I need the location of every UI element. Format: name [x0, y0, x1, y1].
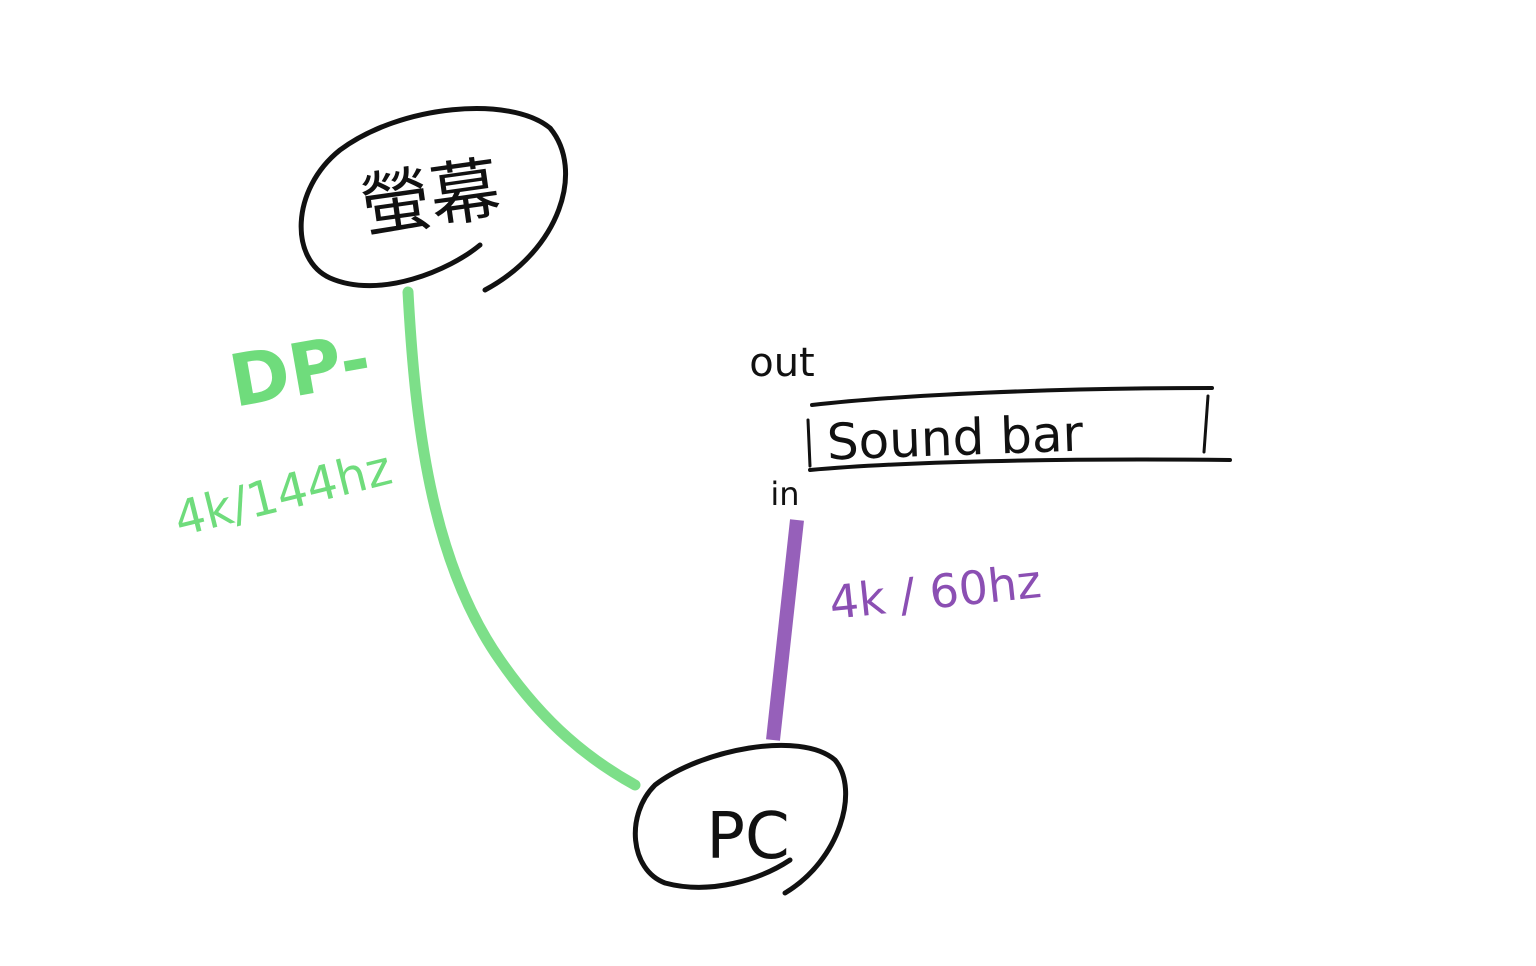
soundbar-bottom-line: [808, 457, 1232, 472]
soundbar-cable-line: [766, 519, 804, 741]
monitor-label: 螢幕: [355, 148, 505, 249]
monitor-ellipse: [298, 106, 568, 293]
dp-type-label: DP-: [223, 316, 377, 423]
pc-label: PC: [706, 800, 789, 874]
dp-cable-line: [402, 286, 641, 791]
dp-spec-label: 4k/144hz: [169, 440, 398, 548]
soundbar-connection: 4k / 60hz: [766, 519, 1044, 741]
soundbar-right-edge: [1202, 394, 1210, 454]
soundbar-out-label: out: [749, 340, 815, 386]
soundbar-left-edge: [806, 418, 812, 468]
soundbar-label: Sound bar: [826, 405, 1085, 472]
soundbar-node: Sound bar out in: [749, 340, 1232, 513]
soundbar-in-label: in: [770, 475, 799, 513]
soundbar-spec-label: 4k / 60hz: [827, 554, 1044, 630]
monitor-node: 螢幕: [298, 106, 568, 293]
pc-node: PC: [632, 742, 849, 896]
dp-connection: DP- 4k/144hz: [169, 286, 641, 791]
soundbar-top-line: [810, 386, 1214, 407]
pc-ellipse: [632, 742, 849, 896]
